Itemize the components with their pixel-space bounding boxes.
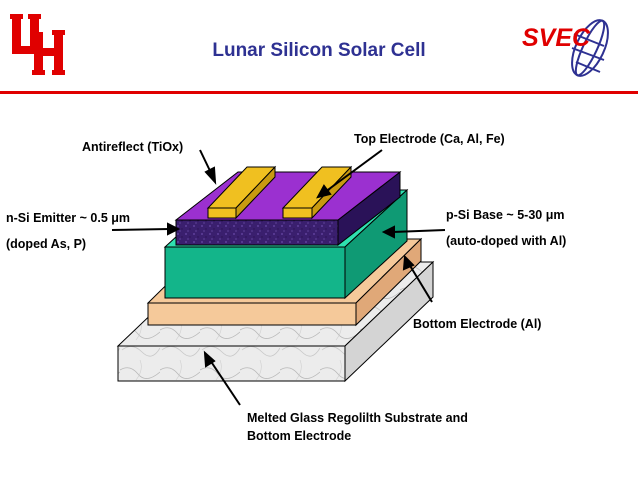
label-emitter-line1: n-Si Emitter ~ 0.5 μm [6, 211, 131, 225]
svec-logo: SVEC [518, 14, 618, 82]
arrow-substrate [203, 350, 241, 406]
uh-logo: UH [10, 12, 68, 76]
label-substrate-line2: Bottom Electrode [247, 429, 352, 443]
n-si-emitter-layer [175, 170, 401, 247]
arrow-bottom-electrode [402, 254, 433, 303]
label-emitter-line2: (doped As, P) [6, 237, 87, 251]
label-bottom-electrode: Bottom Electrode (Al) [413, 317, 542, 331]
arrow-antireflect [199, 149, 217, 185]
label-antireflect: Antireflect (TiOx) [82, 140, 184, 154]
globe-icon [571, 19, 609, 77]
arrow-emitter [111, 222, 181, 236]
label-p-si-base-line1: p-Si Base ~ 5-30 μm [446, 208, 565, 222]
arrow-top-electrode [316, 149, 383, 199]
slide-title: Lunar Silicon Solar Cell [212, 40, 426, 61]
svec-logo-text: SVEC [522, 24, 591, 52]
title-divider [0, 91, 638, 94]
top-electrode-finger-1 [206, 165, 277, 220]
label-top-electrode: Top Electrode (Ca, Al, Fe) [354, 132, 505, 146]
label-p-si-base-line2: (auto-doped with Al) [446, 234, 567, 248]
label-substrate-line1: Melted Glass Regolilth Substrate and [247, 411, 468, 425]
arrow-p-si-base [381, 225, 446, 239]
